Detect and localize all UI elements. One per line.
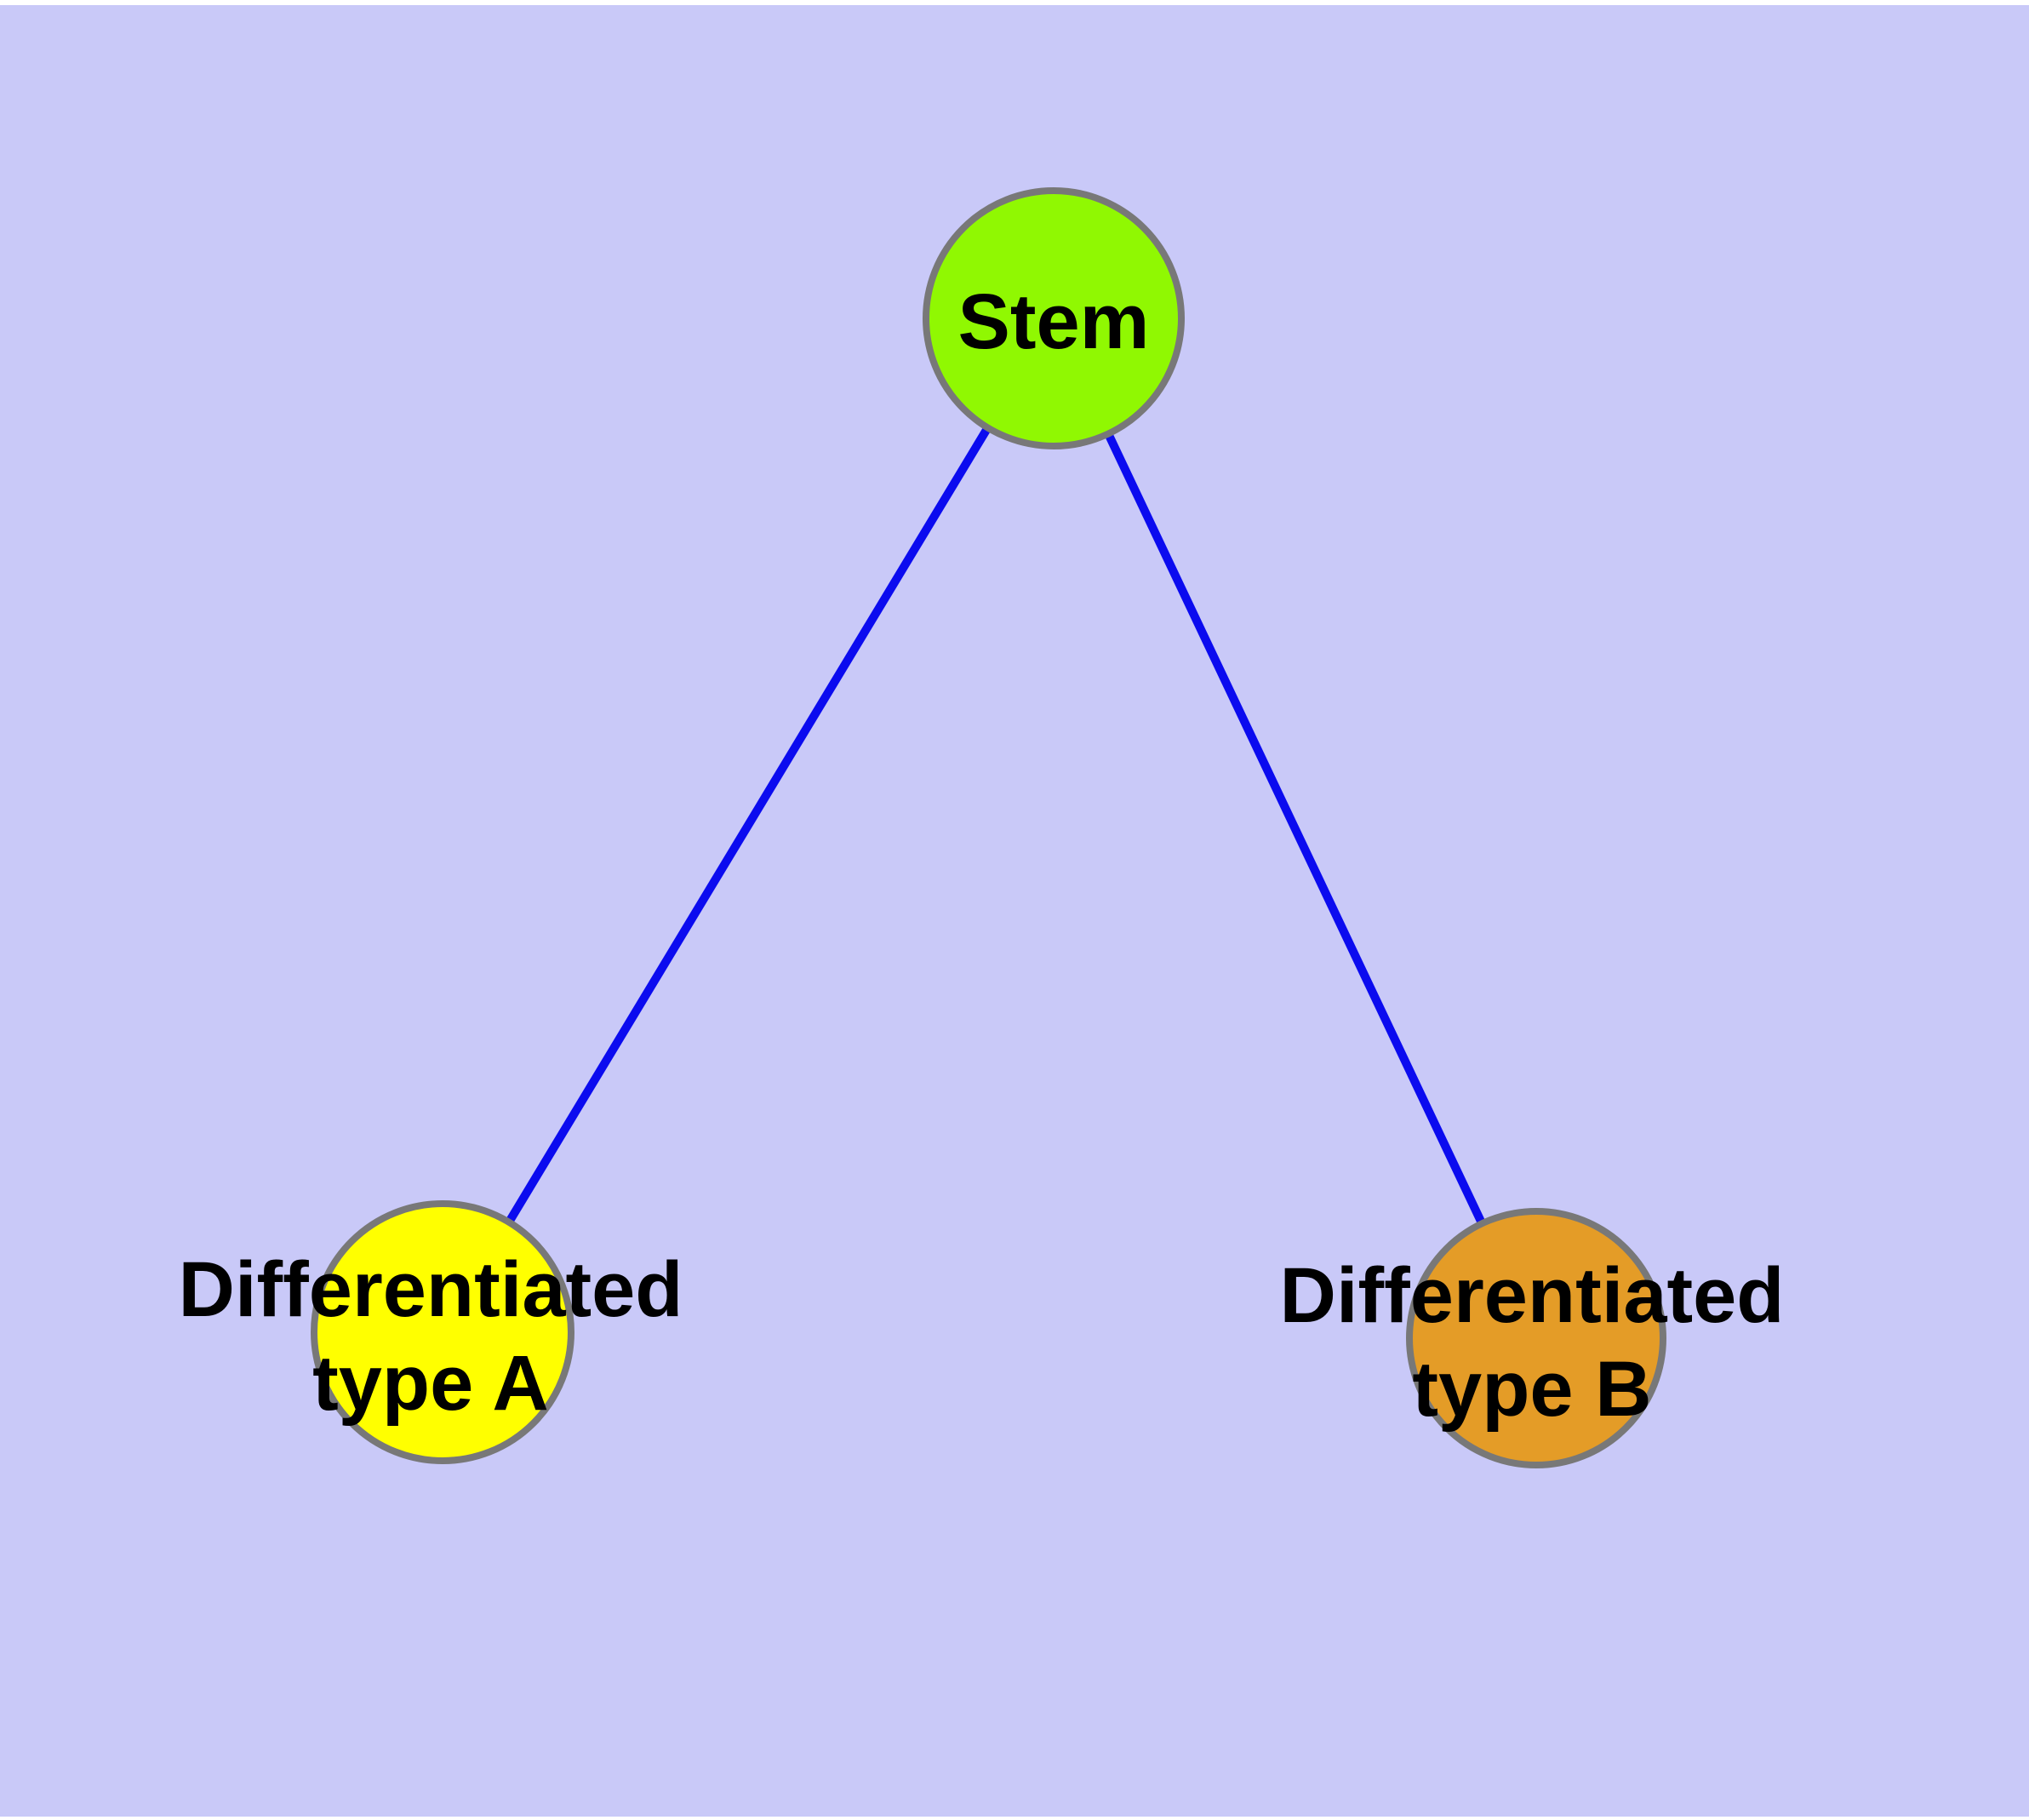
node-type-b-label-line1: Differentiated xyxy=(1280,1252,1785,1339)
edge-stem-to-type-a xyxy=(438,316,1058,1335)
node-type-a-label-line2: type A xyxy=(312,1340,549,1427)
node-stem xyxy=(923,187,1185,449)
node-differentiated-type-a xyxy=(311,1200,574,1464)
edge-stem-to-type-b xyxy=(1049,316,1540,1341)
node-type-b-label-line2: type B xyxy=(1412,1346,1651,1433)
node-differentiated-type-b xyxy=(1406,1208,1666,1468)
node-stem-label: Stem xyxy=(958,278,1150,365)
node-type-a-label-line1: Differentiated xyxy=(179,1246,683,1333)
